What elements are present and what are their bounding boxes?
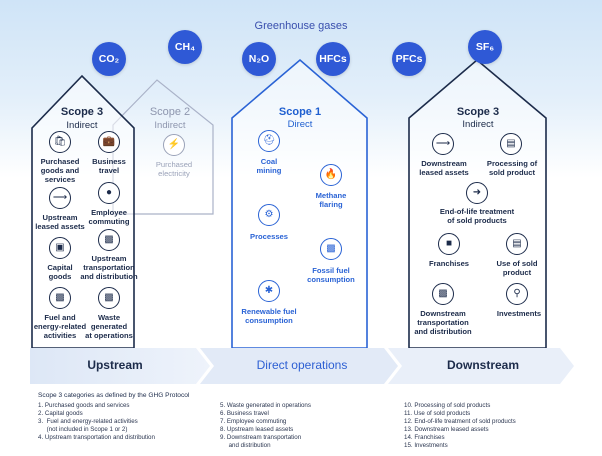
legend-item: 10. Processing of sold products [404,402,491,409]
band-upstream-label: Upstream [87,358,143,372]
item-downstream-leased-assets: Downstream leased assets [419,159,469,178]
scope3-downstream-subtitle: Indirect [462,119,494,130]
legend-item: 9. Downstream transportation [220,434,302,442]
truck-icon: ▩ [432,283,454,305]
people-icon: ● [98,182,120,204]
scope2-subtitle: Indirect [154,120,186,131]
legend-item: 4. Upstream transportation and distribut… [38,434,155,442]
gas-hfcs: HFCs [316,42,350,76]
scope3-downstream-title: Scope 3 [456,106,500,118]
share-icon: ⟶ [432,133,454,155]
legend-item: 15. Investments [404,442,448,450]
item-processes: Processes [250,232,288,241]
store-icon: ■ [438,233,460,255]
downstream-chevron [388,348,574,384]
legend-item: 2. Capital goods [38,410,83,418]
item-employee-commuting: Employee commuting [88,208,130,227]
scope3-upstream-title: Scope 3 [60,106,104,118]
factory-icon: ▣ [49,237,71,259]
legend-item: 14. Franchises [404,434,445,442]
legend-item: 5. Waste generated in operations [220,402,311,409]
upstream-chevron [30,348,210,384]
legend-item: 8. Upstream leased assets [220,426,294,434]
scope1-subtitle: Direct [287,119,313,130]
band-direct-operations-label: Direct operations [256,358,348,372]
legend-item: and distribution [220,442,271,450]
legend-title: Scope 3 categories as defined by the GHG… [38,392,190,399]
greenhouse-gases-title: Greenhouse gases [254,20,348,32]
item-capital-goods: Capital goods [47,263,73,282]
gas-n2o: N₂O [242,42,276,76]
item-investments: Investments [496,309,542,318]
legend-column-3: 10. Processing of sold products 11. Use … [404,402,516,450]
legend-item: 1. Purchased goods and services [38,402,130,409]
car-icon: ▩ [320,238,342,260]
gas-pfcs: PFCs [392,42,426,76]
item-processing-sold-product: Processing of sold product [486,159,538,178]
item-end-of-life: End-of-life treatment of sold products [439,207,515,226]
magnifier-icon: ⚲ [506,283,528,305]
scope2-title: Scope 2 [149,106,191,118]
scope3-downstream-outline [408,58,547,349]
scope3-upstream-subtitle: Indirect [66,120,98,131]
wind-turbine-icon: ✱ [258,280,280,302]
lightning-icon: ⚡ [163,134,185,156]
truck-icon: ▩ [98,229,120,251]
legend-item: 11. Use of sold products [404,410,471,418]
item-downstream-transportation: Downstream transportation and distributi… [414,309,472,337]
item-use-of-sold-product: Use of sold product [496,259,538,278]
briefcase-icon: 💼 [98,131,120,153]
share-icon: ⟶ [49,187,71,209]
item-coal-mining: Coal mining [256,157,282,176]
gas-ch4: CH₄ [168,30,202,64]
shopping-bag-icon: 🛍 [49,131,71,153]
fuel-truck-icon: ▩ [49,287,71,309]
gear-icon: ⚙ [258,204,280,226]
legend-column-1: 1. Purchased goods and services 2. Capit… [38,402,155,442]
cart-icon: ▤ [506,233,528,255]
band-downstream-label: Downstream [446,358,520,372]
legend-item: (not included in Scope 1 or 2) [38,426,128,434]
legend-item: 7. Employee commuting [220,418,287,426]
scope1-title: Scope 1 [278,106,322,118]
legend-item: 13. Downstream leased assets [404,426,489,434]
item-purchased-electricity: Purchased electricity [155,160,193,179]
legend-column-2: 5. Waste generated in operations 6. Busi… [220,402,311,450]
helmet-icon: ⛑ [258,130,280,152]
direct-chevron [200,348,398,384]
item-fuel-energy: Fuel and energy-related activities [33,313,87,341]
item-business-travel: Business travel [92,157,126,176]
item-purchased-goods: Purchased goods and services [40,157,80,185]
item-upstream-leased-assets: Upstream leased assets [35,213,85,232]
gas-co2: CO₂ [92,42,126,76]
item-upstream-transportation: Upstream transportation and distribution [80,254,138,282]
legend-item: 12. End-of-life treatment of sold produc… [404,418,516,426]
flame-icon: 🔥 [320,164,342,186]
item-waste-generated: Waste generated at operations [85,313,133,341]
item-methane-flaring: Methane flaring [315,191,347,210]
arrow-right-icon: ➜ [466,182,488,204]
legend-item: 3. Fuel and energy-related activities [38,418,138,426]
item-fossil-fuel: Fossil fuel consumption [307,266,355,285]
legend-item: 6. Business travel [220,410,269,418]
item-renewable-fuel: Renewable fuel consumption [241,307,297,326]
clipboard-icon: ▤ [500,133,522,155]
waste-truck-icon: ▩ [98,287,120,309]
gas-sf6: SF₆ [468,30,502,64]
item-franchises: Franchises [428,259,470,268]
